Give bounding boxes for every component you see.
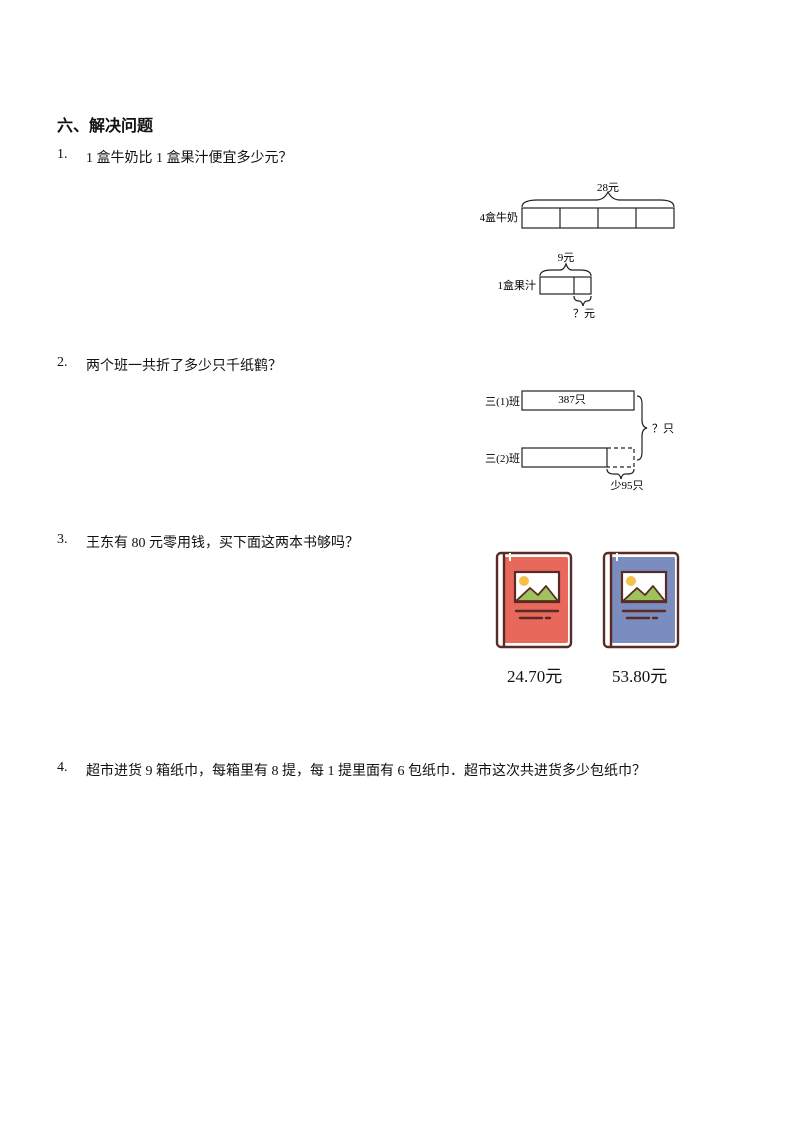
book-icon [495, 551, 573, 649]
paper-crane-diagram: 三(1)班 387只 三(2)班 少95只 ？只 [485, 390, 674, 492]
class1-value: 387只 [558, 394, 586, 406]
milk-brace [521, 190, 675, 208]
book-1-price: 24.70元 [507, 667, 563, 686]
milk-label: 4盒牛奶 [480, 210, 518, 224]
class2-bar [521, 447, 608, 468]
total-question: ？只 [652, 423, 674, 435]
class2-label: 三(2)班 [485, 452, 520, 465]
juice-total-label: 9元 [558, 252, 575, 264]
question-4-number: 4. [57, 760, 68, 775]
book-2-price: 53.80元 [612, 667, 668, 686]
difference-brace [606, 468, 635, 480]
juice-label: 1盒果汁 [498, 278, 537, 292]
book-icon [602, 551, 680, 649]
question-4-text: 超市进货 9 箱纸巾，每箱里有 8 提，每 1 提里面有 6 包纸巾．超市这次共… [86, 764, 646, 779]
question-1-number: 1. [57, 147, 68, 162]
class2-missing-part [607, 447, 635, 468]
difference-label: 少95只 [611, 479, 644, 492]
milk-juice-diagram: 28元 4盒牛奶 9元 1盒果汁 ？元 [480, 182, 675, 320]
question-3-text: 王东有 80 元零用钱，买下面这两本书够吗？ [86, 536, 359, 551]
milk-total-label: 28元 [597, 182, 619, 194]
juice-bar [539, 276, 592, 295]
difference-brace [573, 295, 592, 307]
section-title: 六、解决问题 [57, 118, 154, 135]
class1-label: 三(1)班 [485, 395, 520, 408]
total-brace [636, 395, 648, 461]
question-2-number: 2. [57, 355, 68, 370]
question-1-text: 1 盒牛奶比 1 盒果汁便宜多少元？ [86, 151, 293, 166]
question-2-text: 两个班一共折了多少只千纸鹤？ [86, 359, 282, 374]
juice-brace [539, 262, 592, 277]
juice-difference-question: ？元 [573, 308, 595, 320]
question-3-number: 3. [57, 532, 68, 547]
class1-bar [521, 390, 635, 411]
